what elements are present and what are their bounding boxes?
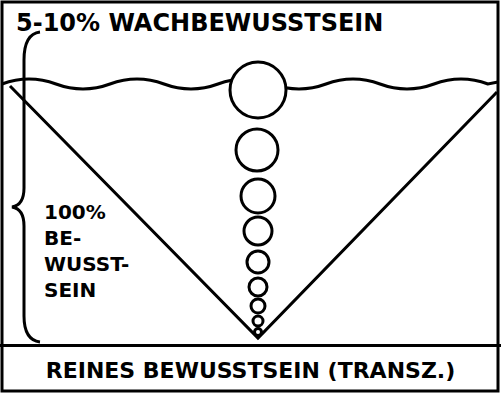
side-label-text: 100% BE- WUSST- SEIN <box>44 200 129 302</box>
side-label: 100% BE- WUSST- SEIN <box>44 200 129 304</box>
outer-frame <box>2 2 498 391</box>
ground-band: REINES BEWUSSTSEIN (TRANSZ.) <box>0 344 501 393</box>
curly-brace <box>12 32 40 342</box>
bubble <box>244 217 272 245</box>
bubble <box>251 299 265 313</box>
ground-band-text: REINES BEWUSSTSEIN (TRANSZ.) <box>46 358 456 383</box>
top-heading: 5-10% WACHBEWUSSTSEIN <box>16 9 383 37</box>
bubble <box>253 316 263 326</box>
bubble-column <box>230 62 286 336</box>
bubble <box>247 251 269 273</box>
triangle-lines <box>10 86 497 338</box>
bubble <box>241 179 275 213</box>
bubble <box>230 62 286 118</box>
top-heading-text: 5-10% WACHBEWUSSTSEIN <box>16 9 383 37</box>
bubble <box>255 329 262 336</box>
bubble <box>249 278 267 296</box>
bubble <box>236 129 278 171</box>
